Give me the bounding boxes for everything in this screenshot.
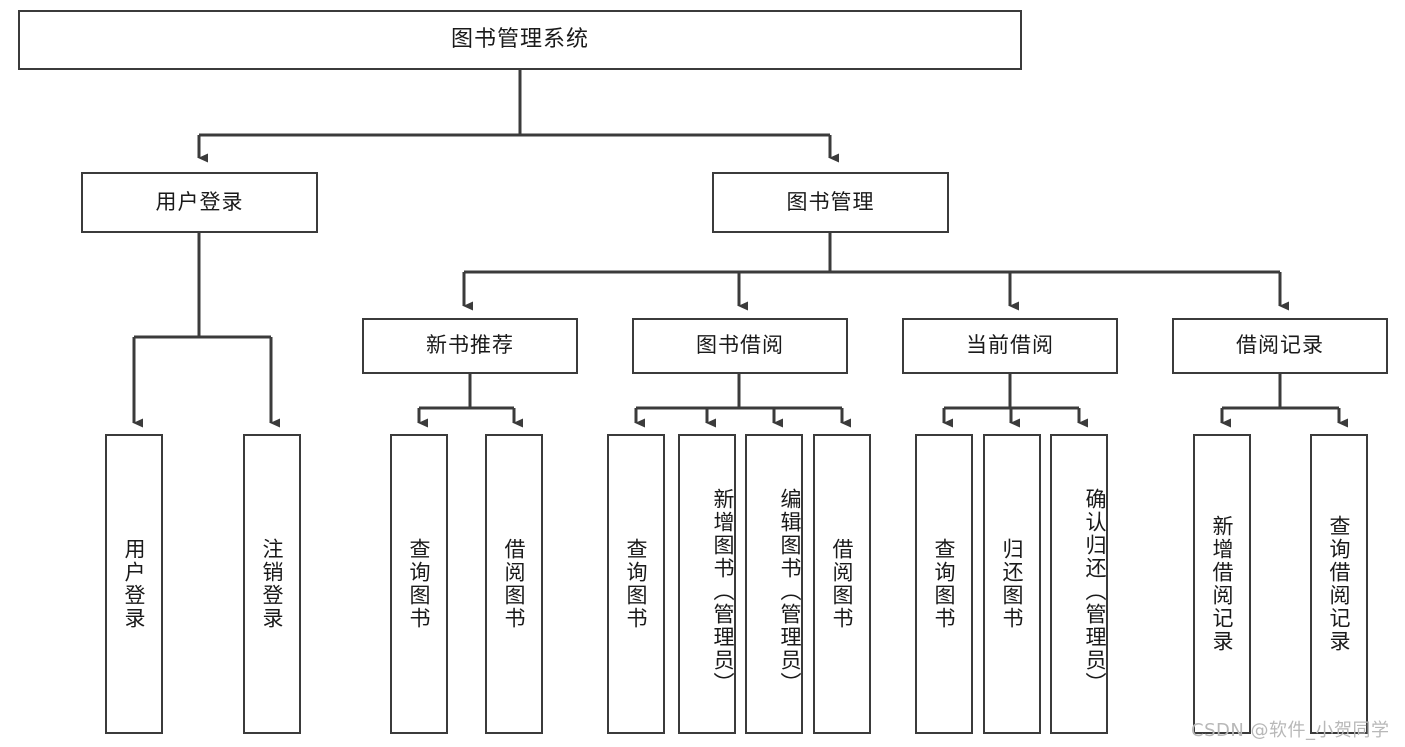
node-leaf-edit-book-admin[interactable]: 编辑图书（管理员） — [745, 434, 803, 734]
node-label: 图书管理 — [786, 189, 875, 214]
node-leaf-user-login[interactable]: 用户登录 — [105, 434, 163, 734]
node-leaf-borrow-book[interactable]: 借阅图书 — [813, 434, 871, 734]
node-label: 借阅图书 — [830, 538, 855, 630]
node-root-book-management-system[interactable]: 图书管理系统 — [18, 10, 1022, 70]
node-leaf-logout-login[interactable]: 注销登录 — [243, 434, 301, 734]
node-leaf-return-book[interactable]: 归还图书 — [983, 434, 1041, 734]
node-label: 查询图书 — [932, 538, 957, 630]
node-borrow-record[interactable]: 借阅记录 — [1172, 318, 1388, 374]
node-label: 用户登录 — [155, 189, 244, 214]
node-label: 确认归还（管理员） — [1083, 487, 1107, 695]
node-leaf-query-book-borrow[interactable]: 查询图书 — [607, 434, 665, 734]
node-book-manage[interactable]: 图书管理 — [712, 172, 949, 233]
node-label: 新增借阅记录 — [1210, 515, 1235, 653]
node-leaf-borrow-book-recommend[interactable]: 借阅图书 — [485, 434, 543, 734]
csdn-watermark: CSDN @软件_小贺同学 — [1191, 720, 1390, 741]
node-label: 编辑图书（管理员） — [778, 487, 802, 695]
node-label: 用户登录 — [122, 538, 147, 630]
node-label: 新书推荐 — [426, 333, 514, 358]
node-label: 借阅图书 — [502, 538, 527, 630]
node-label: 注销登录 — [260, 538, 285, 630]
node-leaf-add-book-admin[interactable]: 新增图书（管理员） — [678, 434, 736, 734]
node-leaf-confirm-return-admin[interactable]: 确认归还（管理员） — [1050, 434, 1108, 734]
node-current-borrow[interactable]: 当前借阅 — [902, 318, 1118, 374]
node-leaf-add-borrow-record[interactable]: 新增借阅记录 — [1193, 434, 1251, 734]
node-label: 图书管理系统 — [450, 26, 589, 52]
node-user-login[interactable]: 用户登录 — [81, 172, 318, 233]
node-label: 当前借阅 — [966, 333, 1054, 358]
node-leaf-query-book-current[interactable]: 查询图书 — [915, 434, 973, 734]
node-label: 查询图书 — [624, 538, 649, 630]
node-leaf-query-borrow-record[interactable]: 查询借阅记录 — [1310, 434, 1368, 734]
node-label: 图书借阅 — [696, 333, 784, 358]
node-label: 查询借阅记录 — [1327, 515, 1352, 653]
node-new-book-recommend[interactable]: 新书推荐 — [362, 318, 578, 374]
node-label: 归还图书 — [1000, 538, 1025, 630]
node-book-borrow[interactable]: 图书借阅 — [632, 318, 848, 374]
node-leaf-query-book-recommend[interactable]: 查询图书 — [390, 434, 448, 734]
node-label: 查询图书 — [407, 538, 432, 630]
node-label: 新增图书（管理员） — [711, 487, 735, 695]
node-label: 借阅记录 — [1236, 333, 1324, 358]
